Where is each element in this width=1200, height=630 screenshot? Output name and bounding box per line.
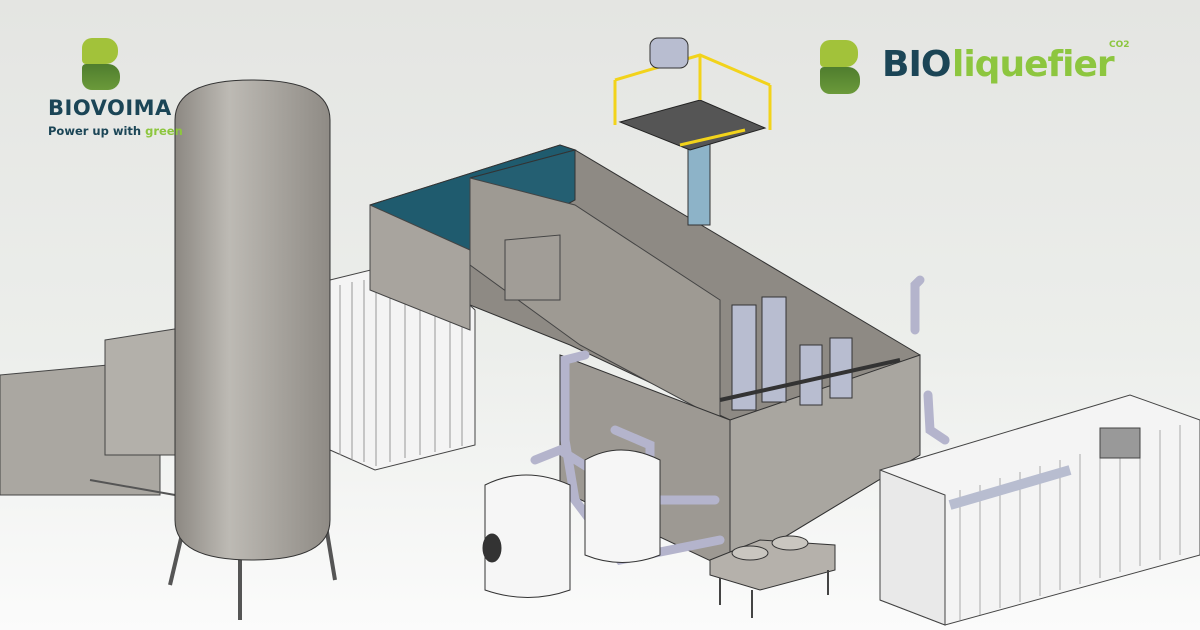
tagline: Power up with green — [48, 124, 183, 138]
tagline-text: Power up with — [48, 124, 146, 138]
tagline-highlight: green — [145, 124, 183, 138]
vertical-tank — [168, 79, 337, 620]
biovoima-mark-icon — [82, 38, 120, 90]
filter-columns — [719, 296, 901, 411]
storage-tanks — [482, 449, 661, 598]
electrical-boxes — [0, 324, 201, 496]
brand-liquefier: liquefier — [952, 44, 1115, 85]
brand-co2: CO2 — [1109, 40, 1130, 50]
brand-name: BIOVOIMA — [48, 96, 172, 120]
brand-bio: BIO — [882, 44, 951, 85]
bioliquefier-mark-icon — [820, 40, 860, 94]
main-enclosure — [369, 144, 921, 571]
platform-tower — [613, 37, 772, 226]
skid — [709, 535, 836, 618]
shipping-container — [879, 394, 1200, 626]
